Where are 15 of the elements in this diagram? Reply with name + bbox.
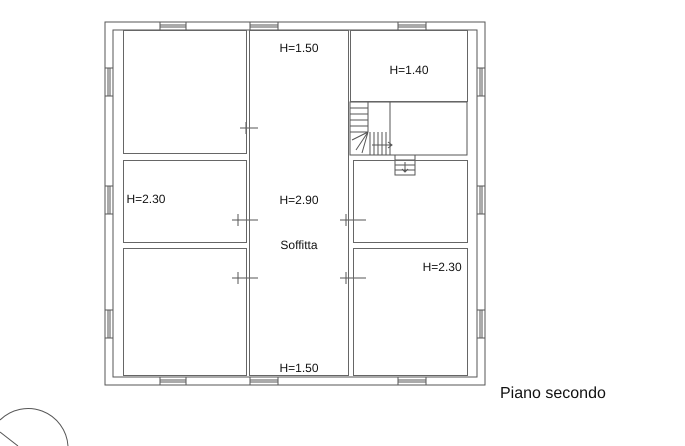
room-label: H=2.30 [126, 192, 166, 206]
plan-title: Piano secondo [500, 385, 606, 403]
room-label: H=2.30 [422, 260, 462, 274]
room-outline [123, 160, 247, 243]
room-label: H=2.90 [279, 193, 319, 207]
room-outline [353, 160, 468, 243]
room-outline [353, 248, 468, 376]
room-outline [249, 30, 349, 376]
room-label: H=1.50 [279, 361, 319, 375]
room-label: H=1.40 [389, 63, 429, 77]
room-label: H=1.50 [279, 41, 319, 55]
room-outline [123, 30, 247, 154]
room-label: Soffitta [280, 238, 318, 252]
room-outline [350, 30, 468, 102]
room-outline [123, 248, 247, 376]
